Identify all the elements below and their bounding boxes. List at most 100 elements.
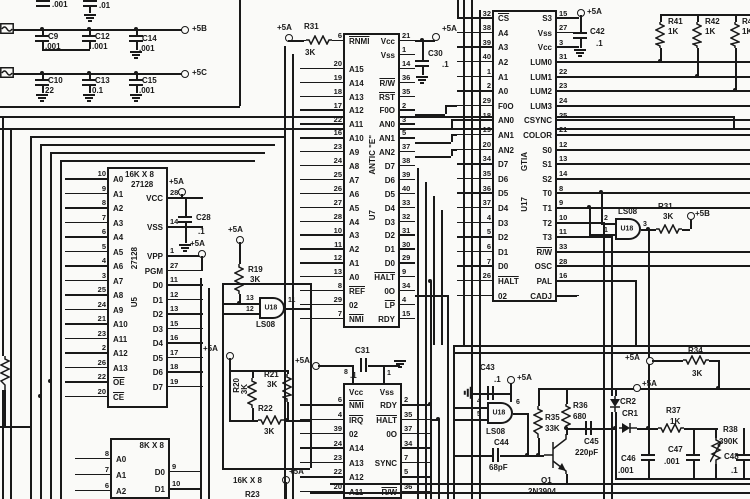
chip-cpu: Vcc Vss NMIIRQ02A14A13A12A11 RDYHALT0OSY… [343, 383, 402, 499]
cap-value: .001 [52, 0, 68, 9]
pin-number: 24 [333, 438, 342, 448]
pin-row: SYNC [369, 457, 397, 471]
pin-label: RST [379, 92, 395, 102]
pin-row: COLOR [520, 129, 552, 144]
pin-label: D1 [154, 485, 165, 495]
wire [457, 134, 492, 136]
pin-number: 21 [559, 125, 568, 135]
pin-row: LUM0 [520, 56, 552, 71]
pin-number: 13 [559, 154, 568, 164]
wire [457, 75, 492, 78]
pin-row: A6 [113, 260, 139, 275]
wire [455, 345, 750, 347]
wire [300, 220, 343, 222]
pin-number: 27 [333, 197, 342, 207]
pin-row: 4 [457, 214, 492, 229]
wire [383, 365, 385, 383]
wire [566, 427, 568, 435]
wire [682, 229, 690, 231]
pin-row: A5 [349, 202, 373, 216]
wire [400, 303, 415, 306]
pin-row: A5 [113, 246, 139, 261]
resistor-value: 1K [668, 27, 679, 36]
pin-number: 22 [333, 467, 342, 477]
resistor-icon [306, 35, 332, 45]
wire [400, 262, 415, 264]
wire [300, 276, 343, 278]
wire [451, 134, 457, 136]
wire [383, 365, 400, 367]
diode-ref: CR2 [620, 397, 637, 406]
wire [65, 352, 107, 354]
wire [400, 248, 415, 250]
pin-row: HALT [369, 413, 397, 427]
capacitor-icon [492, 448, 502, 462]
wire [417, 168, 419, 499]
power-label: +5B [192, 24, 207, 33]
wire [287, 402, 289, 420]
wire [65, 221, 107, 224]
pin-number: 1 [387, 370, 391, 377]
pin-label: A8 [113, 291, 124, 301]
pin-label: A1 [349, 259, 360, 269]
pin-label: A14 [349, 78, 364, 88]
wire [457, 250, 492, 253]
pin-row: A3 [498, 41, 524, 56]
pin-number: 34 [482, 154, 491, 164]
wire [690, 218, 692, 229]
pin-row: 35 [402, 411, 432, 425]
pin-row: A1 [113, 188, 139, 203]
wire [513, 413, 527, 415]
pin-row: AN0 [369, 118, 395, 132]
wire [425, 182, 427, 499]
pin-label: D0 [154, 467, 165, 477]
pin-label: VPP [146, 252, 163, 262]
capacitor-icon [487, 386, 497, 400]
pin-label: T0 [542, 189, 552, 199]
wire [300, 192, 343, 195]
wire [457, 148, 492, 151]
pin-row: Vss [520, 27, 552, 42]
pin-number: 4 [101, 256, 106, 266]
wire [743, 461, 745, 478]
pin-row: A1 [498, 70, 524, 85]
pin-row: D7 [137, 381, 163, 396]
wire [615, 388, 617, 396]
pin-row: 19 [457, 126, 492, 142]
resistor-ref: R42 [705, 17, 720, 26]
pin-label: Vcc [380, 36, 395, 46]
power-label: +5B [695, 209, 710, 218]
pin-label: A12 [113, 349, 128, 359]
pin-row: HALT [369, 271, 395, 285]
cap-ref: C28 [196, 213, 211, 222]
pin-label: AN2 [498, 145, 515, 155]
wire [0, 426, 30, 428]
wire [635, 280, 637, 345]
pin-row: A14 [349, 442, 375, 456]
pin-number: 20 [482, 139, 491, 149]
and-gate: U18 [615, 218, 641, 240]
pin-label: REF [349, 286, 365, 296]
resistor-value: 390K [719, 437, 739, 446]
pin-row: 6 [300, 396, 343, 411]
cap-ref: C30 [428, 49, 443, 58]
wire [733, 116, 735, 129]
pin-row: LUM2 [520, 85, 552, 100]
wire [170, 488, 202, 490]
junction-dot [733, 88, 737, 92]
pin-row: 7 [65, 214, 107, 230]
pin-number: 24 [333, 156, 342, 166]
wire [60, 160, 255, 162]
wire [603, 222, 605, 499]
pin-row: 12 [300, 254, 343, 269]
pin-row: AN2 [498, 143, 524, 158]
wire [580, 15, 582, 32]
pin-label: A6 [349, 189, 360, 199]
pin-row: 31 [400, 227, 415, 241]
pin-label: A11 [113, 334, 128, 344]
ground-icon [416, 76, 428, 86]
cap-value: .01 [99, 1, 111, 10]
wire [538, 388, 750, 390]
